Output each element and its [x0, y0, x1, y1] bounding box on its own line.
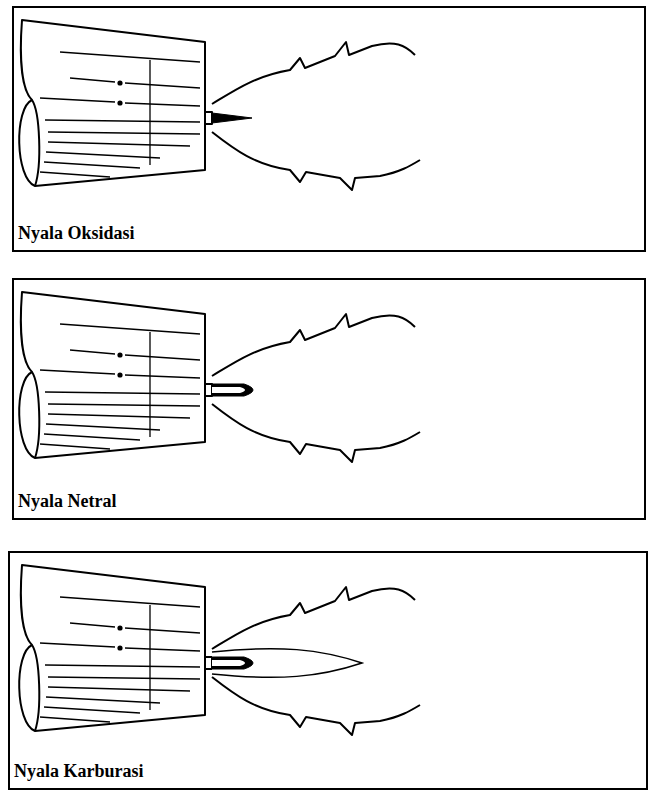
flame-caption: Nyala Oksidasi — [14, 223, 644, 250]
flame-panel: Nyala Karburasi — [8, 551, 648, 790]
flame-panel: Nyala Netral — [12, 278, 646, 520]
flame-caption: Nyala Netral — [14, 491, 644, 518]
flame-caption: Nyala Karburasi — [10, 761, 646, 788]
flame-panel: Nyala Oksidasi — [12, 6, 646, 252]
